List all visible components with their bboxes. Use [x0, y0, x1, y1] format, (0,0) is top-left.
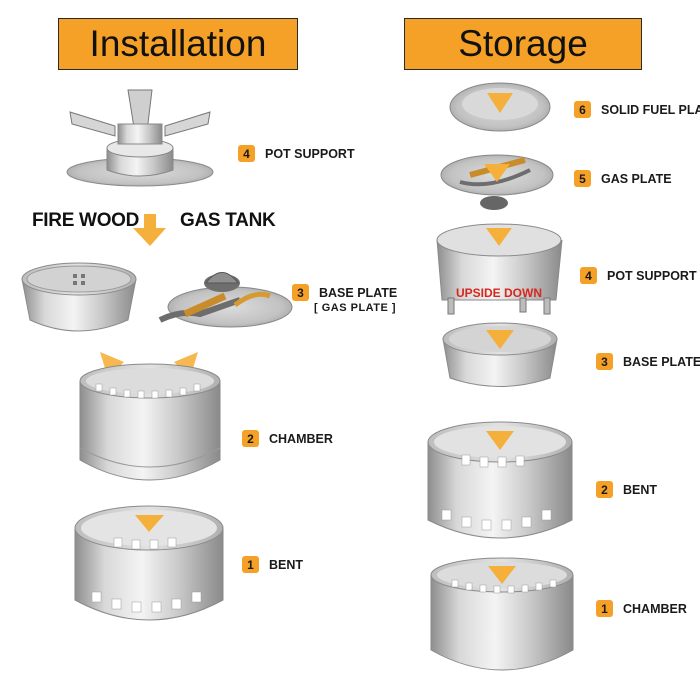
step-number-badge: 1: [596, 600, 613, 617]
step-label: GAS PLATE: [601, 171, 672, 186]
step-number-badge: 2: [596, 481, 613, 498]
upside-down-warning: UPSIDE DOWN: [456, 286, 543, 300]
step-label: BASE PLATE: [319, 285, 398, 300]
install-step-chamber: 2 CHAMBER: [242, 430, 333, 447]
solid-fuel-plate-image: [449, 82, 551, 132]
step-number-badge: 5: [574, 170, 591, 187]
base-plate-image: [21, 262, 137, 332]
step-number-badge: 6: [574, 101, 591, 118]
storage-step-gas-plate: 5 GAS PLATE: [574, 170, 672, 187]
arrow-down-icon-stem: [144, 214, 156, 228]
pot-support-image: [66, 89, 214, 187]
install-step-pot-support: 4 POT SUPPORT: [238, 145, 355, 162]
storage-gas-plate-image: [440, 154, 554, 210]
step-number-badge: 4: [238, 145, 255, 162]
bent-image: [74, 505, 224, 621]
step-label: POT SUPPORT: [265, 146, 355, 161]
step-label: POT SUPPORT: [607, 268, 697, 283]
step-label: SOLID FUEL PLATE: [601, 102, 700, 117]
step-label: BENT: [269, 557, 304, 572]
step-number-badge: 3: [292, 284, 309, 301]
step-label: BENT: [623, 482, 658, 497]
fire-wood-heading: FIRE WOOD: [32, 210, 140, 231]
install-step-base-plate-sublabel: [ GAS PLATE ]: [314, 302, 397, 314]
storage-pot-support-image: [436, 223, 563, 315]
storage-step-chamber: 1 CHAMBER: [596, 600, 687, 617]
step-label: CHAMBER: [269, 431, 333, 446]
storage-base-plate-image: [442, 322, 558, 387]
storage-bent-image: [427, 421, 573, 539]
step-number-badge: 3: [596, 353, 613, 370]
gas-plate-image: [158, 272, 293, 328]
arrow-down-icon: [133, 228, 166, 246]
step-label: BASE PLATE: [623, 354, 700, 369]
storage-title-text: Storage: [458, 23, 588, 64]
storage-title: Storage: [404, 18, 642, 70]
installation-title: Installation: [58, 18, 298, 70]
chamber-image: [79, 363, 221, 481]
install-step-bent: 1 BENT: [242, 556, 303, 573]
storage-chamber-image: [430, 557, 574, 671]
install-step-base-plate: 3 BASE PLATE: [292, 284, 397, 301]
step-number-badge: 1: [242, 556, 259, 573]
installation-title-text: Installation: [89, 23, 267, 64]
storage-step-solid-fuel-plate: 6 SOLID FUEL PLATE: [574, 101, 700, 118]
step-number-badge: 2: [242, 430, 259, 447]
step-number-badge: 4: [580, 267, 597, 284]
gas-tank-heading: GAS TANK: [180, 210, 276, 231]
storage-step-base-plate: 3 BASE PLATE: [596, 353, 700, 370]
storage-step-pot-support: 4 POT SUPPORT: [580, 267, 697, 284]
step-label: CHAMBER: [623, 601, 687, 616]
storage-step-bent: 2 BENT: [596, 481, 657, 498]
